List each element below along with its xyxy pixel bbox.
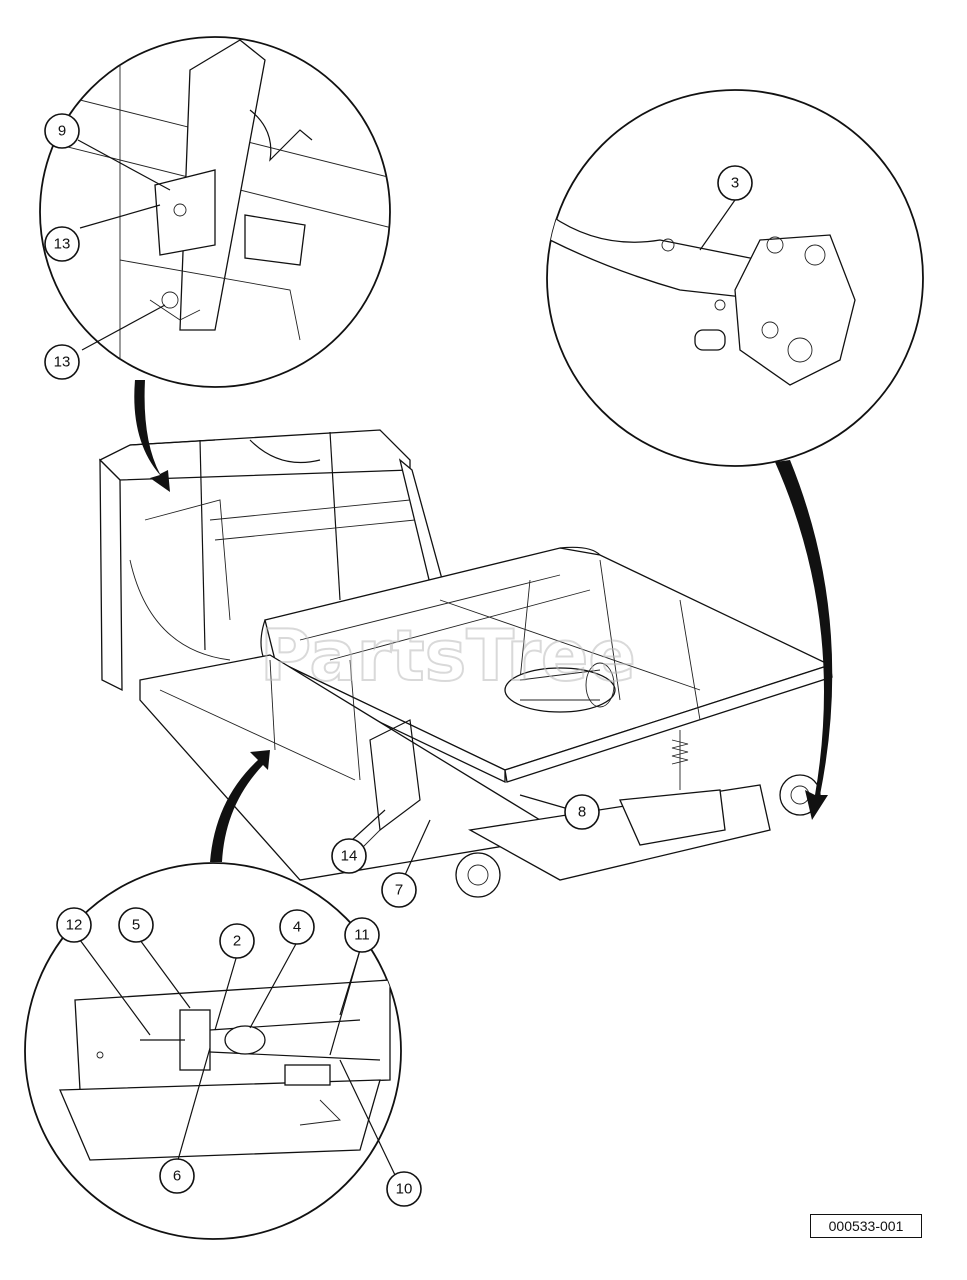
callout-4: 4 [279, 909, 315, 945]
svg-text:14: 14 [341, 848, 358, 865]
callout-14: 14 [331, 838, 367, 874]
svg-text:9: 9 [58, 123, 66, 140]
callout-10: 10 [386, 1171, 422, 1207]
svg-text:7: 7 [395, 882, 403, 899]
svg-text:4: 4 [293, 919, 301, 936]
callout-5: 5 [118, 907, 154, 943]
callout-12: 12 [56, 907, 92, 943]
svg-text:13: 13 [54, 354, 71, 371]
reference-code-label: 000533-001 [810, 1214, 922, 1238]
callout-2: 2 [219, 923, 255, 959]
svg-text:6: 6 [173, 1168, 181, 1185]
detail-arrows [134, 380, 833, 862]
detail-circle-brake-caliper [546, 89, 924, 467]
watermark-text: PartsTree [260, 615, 636, 697]
callout-3: 3 [717, 165, 753, 201]
callout-9: 9 [44, 113, 80, 149]
svg-text:3: 3 [731, 175, 739, 192]
svg-text:8: 8 [578, 804, 586, 821]
callout-13-upper: 13 [44, 226, 80, 262]
detail-circle-brake-pedal [39, 36, 391, 388]
vehicle-frame [98, 429, 833, 898]
detail-circle-brake-cable [24, 862, 402, 1240]
callout-7: 7 [381, 872, 417, 908]
svg-text:11: 11 [354, 927, 370, 944]
callout-6: 6 [159, 1158, 195, 1194]
svg-text:12: 12 [66, 917, 83, 934]
main-leaders [351, 794, 566, 876]
svg-text:10: 10 [396, 1181, 413, 1198]
callout-13-lower: 13 [44, 344, 80, 380]
svg-text:2: 2 [233, 933, 241, 950]
svg-text:5: 5 [132, 917, 140, 934]
callout-11: 11 [344, 917, 380, 953]
svg-text:13: 13 [54, 236, 71, 253]
callout-8: 8 [564, 794, 600, 830]
